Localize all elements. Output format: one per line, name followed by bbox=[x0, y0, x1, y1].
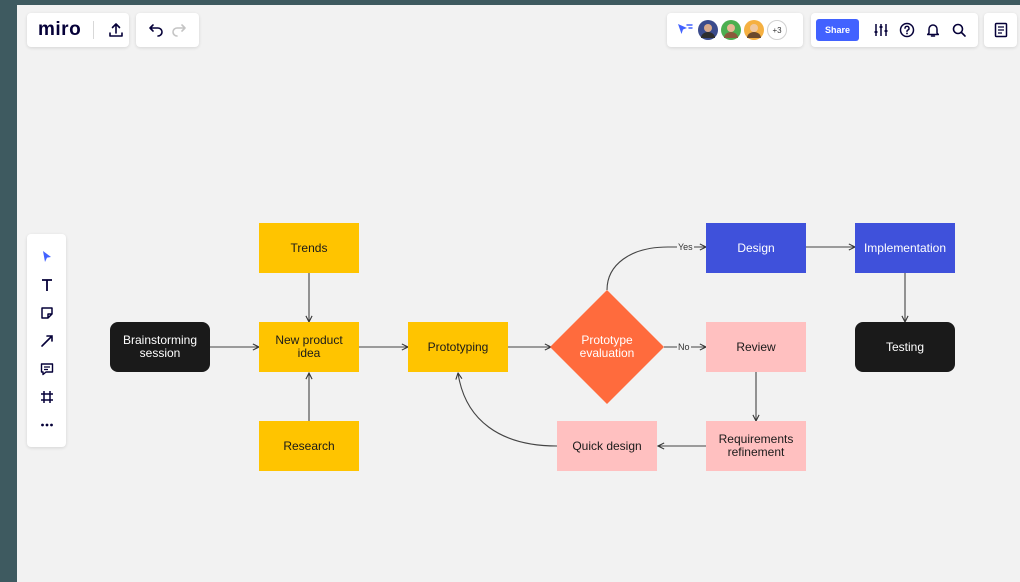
follow-cursor-icon[interactable] bbox=[675, 20, 695, 40]
settings-sliders-icon[interactable] bbox=[871, 20, 891, 40]
collaborators-panel: +3 bbox=[667, 13, 803, 47]
actions-panel: Share bbox=[811, 13, 978, 47]
notes-icon[interactable] bbox=[991, 20, 1011, 40]
node-testing[interactable]: Testing bbox=[855, 322, 955, 372]
share-button[interactable]: Share bbox=[816, 19, 860, 41]
node-brainstorming-session[interactable]: Brainstorming session bbox=[110, 322, 210, 372]
whiteboard-canvas[interactable] bbox=[17, 5, 1020, 582]
node-prototyping[interactable]: Prototyping bbox=[408, 322, 508, 372]
left-toolbar bbox=[27, 234, 66, 447]
connector-icon[interactable] bbox=[36, 330, 58, 352]
help-icon[interactable] bbox=[897, 20, 917, 40]
notes-panel bbox=[984, 13, 1017, 47]
node-requirements-refinement[interactable]: Requirements refinement bbox=[706, 421, 806, 471]
node-quick-design[interactable]: Quick design bbox=[557, 421, 657, 471]
node-review[interactable]: Review bbox=[706, 322, 806, 372]
node-new-product-idea[interactable]: New product idea bbox=[259, 322, 359, 372]
avatar[interactable] bbox=[698, 20, 718, 40]
edge-label-yes: Yes bbox=[677, 242, 694, 252]
more-icon[interactable] bbox=[36, 414, 58, 436]
avatar[interactable] bbox=[721, 20, 741, 40]
redo-icon[interactable] bbox=[169, 20, 189, 40]
select-icon[interactable] bbox=[36, 246, 58, 268]
edge-label-no: No bbox=[677, 342, 691, 352]
search-icon[interactable] bbox=[949, 20, 969, 40]
frame-icon[interactable] bbox=[36, 386, 58, 408]
comment-icon[interactable] bbox=[36, 358, 58, 380]
node-trends[interactable]: Trends bbox=[259, 223, 359, 273]
node-implementation[interactable]: Implementation bbox=[855, 223, 955, 273]
miro-logo[interactable]: miro bbox=[38, 19, 82, 40]
node-research[interactable]: Research bbox=[259, 421, 359, 471]
upload-icon[interactable] bbox=[106, 20, 126, 40]
divider bbox=[93, 21, 95, 39]
text-icon[interactable] bbox=[36, 274, 58, 296]
more-collaborators-badge[interactable]: +3 bbox=[767, 20, 787, 40]
sticky-note-icon[interactable] bbox=[36, 302, 58, 324]
node-design[interactable]: Design bbox=[706, 223, 806, 273]
arrow-evaluation-to-design bbox=[606, 247, 706, 291]
avatar[interactable] bbox=[744, 20, 764, 40]
bell-icon[interactable] bbox=[923, 20, 943, 40]
logo-panel: miro bbox=[27, 13, 129, 47]
undo-icon[interactable] bbox=[146, 20, 166, 40]
node-prototype-evaluation[interactable]: Prototype evaluation bbox=[579, 333, 635, 360]
arrow-quick-design-to-prototyping bbox=[458, 373, 558, 447]
decision-diamond bbox=[550, 290, 664, 404]
history-panel bbox=[136, 13, 199, 47]
